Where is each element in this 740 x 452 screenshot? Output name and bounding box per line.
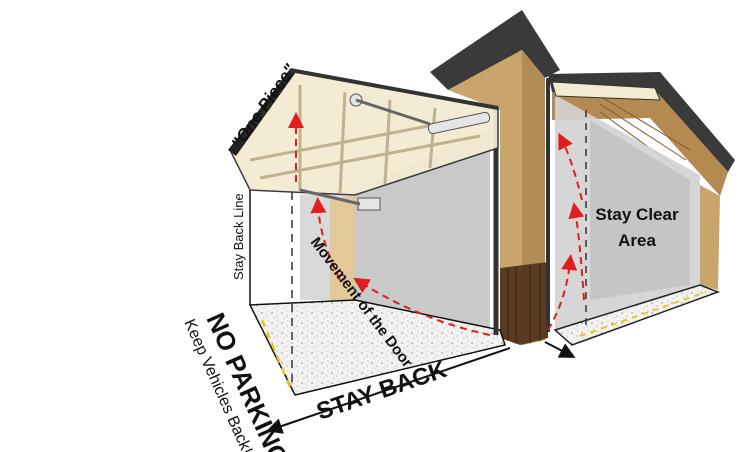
lift-rod [299, 188, 361, 206]
right-interior-back [590, 120, 690, 300]
door-top-rail [289, 68, 499, 110]
stay-back-arrow-right [544, 341, 576, 358]
opener-spring [427, 111, 491, 135]
right-roof [548, 72, 735, 172]
stay-clear-label-1: Stay Clear [595, 205, 679, 224]
stay-back-arrow-left [266, 347, 511, 434]
right-side-wall [700, 185, 720, 290]
roof-gable [430, 10, 560, 90]
left-interior-jamb [330, 195, 355, 302]
right-door-panel [551, 81, 661, 101]
truss-webbing [239, 89, 283, 141]
lift-bracket [357, 197, 381, 211]
right-floor-stripe [579, 291, 707, 337]
right-eave-wall [552, 90, 728, 196]
siding-lines [507, 264, 541, 343]
opener-arm [355, 98, 431, 126]
door-panel-ribs [249, 85, 481, 195]
movement-arrows [288, 112, 585, 336]
stay-back-line-label: Stay Back Line [231, 193, 246, 280]
corner-siding [500, 262, 548, 345]
stay-clear-label-2: Area [618, 231, 656, 250]
right-door-frame [546, 74, 561, 332]
left-floor-stripe [260, 319, 294, 393]
